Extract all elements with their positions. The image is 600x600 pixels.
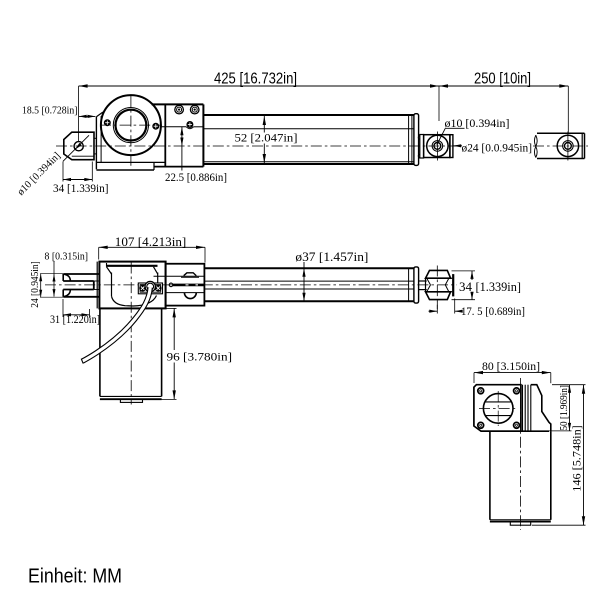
svg-text:ø37 [1.457in]: ø37 [1.457in] [295,250,368,264]
svg-text:52 [2.047in]: 52 [2.047in] [235,131,298,145]
svg-text:ø24 [0.0.945in]: ø24 [0.0.945in] [462,141,533,155]
svg-text:80 [3.150in]: 80 [3.150in] [482,361,540,373]
svg-text:146 [5.748in]: 146 [5.748in] [570,425,584,492]
svg-text:50 [1.969in]: 50 [1.969in] [559,385,570,431]
svg-text:17. 5 [0.689in]: 17. 5 [0.689in] [461,304,525,318]
svg-text:24 [0.945in]: 24 [0.945in] [30,261,41,308]
svg-text:107 [4.213in]: 107 [4.213in] [115,234,187,249]
svg-text:250 [10in]: 250 [10in] [474,71,531,88]
svg-text:Einheit: MM: Einheit: MM [28,566,122,588]
svg-text:18.5 [0.728in]: 18.5 [0.728in] [22,105,78,117]
svg-text:34: 34 [459,280,473,294]
svg-text:22.5 [0.886in]: 22.5 [0.886in] [165,170,227,184]
svg-text:ø10 [0.394in]: ø10 [0.394in] [445,116,510,130]
svg-text:8 [0.315in]: 8 [0.315in] [45,252,89,263]
svg-text:[1.339in]: [1.339in] [476,280,522,294]
svg-text:96 [3.780in]: 96 [3.780in] [167,350,233,364]
svg-text:425 [16.732in]: 425 [16.732in] [214,71,297,88]
svg-text:34 [1.339in]: 34 [1.339in] [53,183,109,195]
svg-text:31 [1.220in]: 31 [1.220in] [50,314,100,326]
